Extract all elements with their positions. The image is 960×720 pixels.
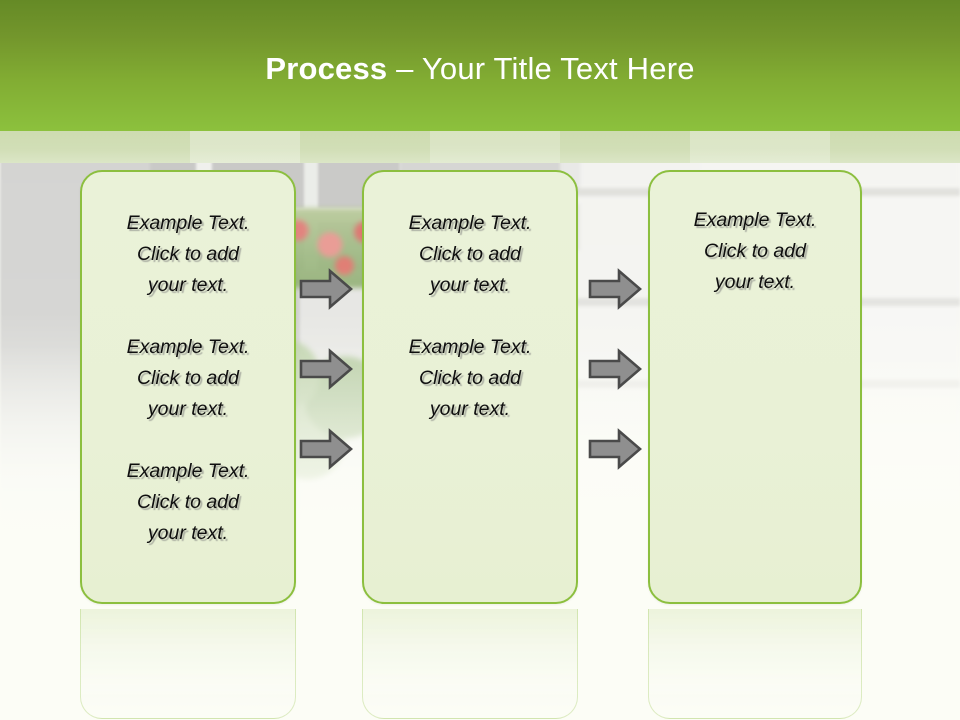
- header-band: [0, 0, 960, 131]
- header-subband: [0, 131, 960, 163]
- text-block[interactable]: Example Text. Click to add your text.: [693, 209, 817, 293]
- title-strong: Process: [265, 51, 388, 86]
- process-box-3[interactable]: Example Text. Click to add your text.: [648, 170, 862, 604]
- text-block[interactable]: Example Text. Click to add your text.: [408, 212, 532, 296]
- arrow-right-icon[interactable]: [588, 428, 642, 470]
- title-light: – Your Title Text Here: [387, 51, 695, 86]
- arrow-right-icon[interactable]: [588, 348, 642, 390]
- arrow-right-icon[interactable]: [299, 268, 353, 310]
- text-block[interactable]: Example Text. Click to add your text.: [126, 460, 250, 544]
- box-reflection-1: [80, 609, 296, 719]
- page-title: Process – Your Title Text Here: [0, 50, 960, 88]
- process-box-1-content: Example Text. Click to add your text. Ex…: [82, 172, 294, 549]
- process-box-2-content: Example Text. Click to add your text. Ex…: [364, 172, 576, 425]
- text-block[interactable]: Example Text. Click to add your text.: [408, 336, 532, 420]
- arrow-right-icon[interactable]: [299, 428, 353, 470]
- process-box-1[interactable]: Example Text. Click to add your text. Ex…: [80, 170, 296, 604]
- box-reflection-3: [648, 609, 862, 719]
- process-box-2[interactable]: Example Text. Click to add your text. Ex…: [362, 170, 578, 604]
- text-block[interactable]: Example Text. Click to add your text.: [126, 212, 250, 296]
- process-box-3-content: Example Text. Click to add your text.: [650, 172, 860, 298]
- box-reflection-2: [362, 609, 578, 719]
- arrow-right-icon[interactable]: [588, 268, 642, 310]
- arrow-right-icon[interactable]: [299, 348, 353, 390]
- text-block[interactable]: Example Text. Click to add your text.: [126, 336, 250, 420]
